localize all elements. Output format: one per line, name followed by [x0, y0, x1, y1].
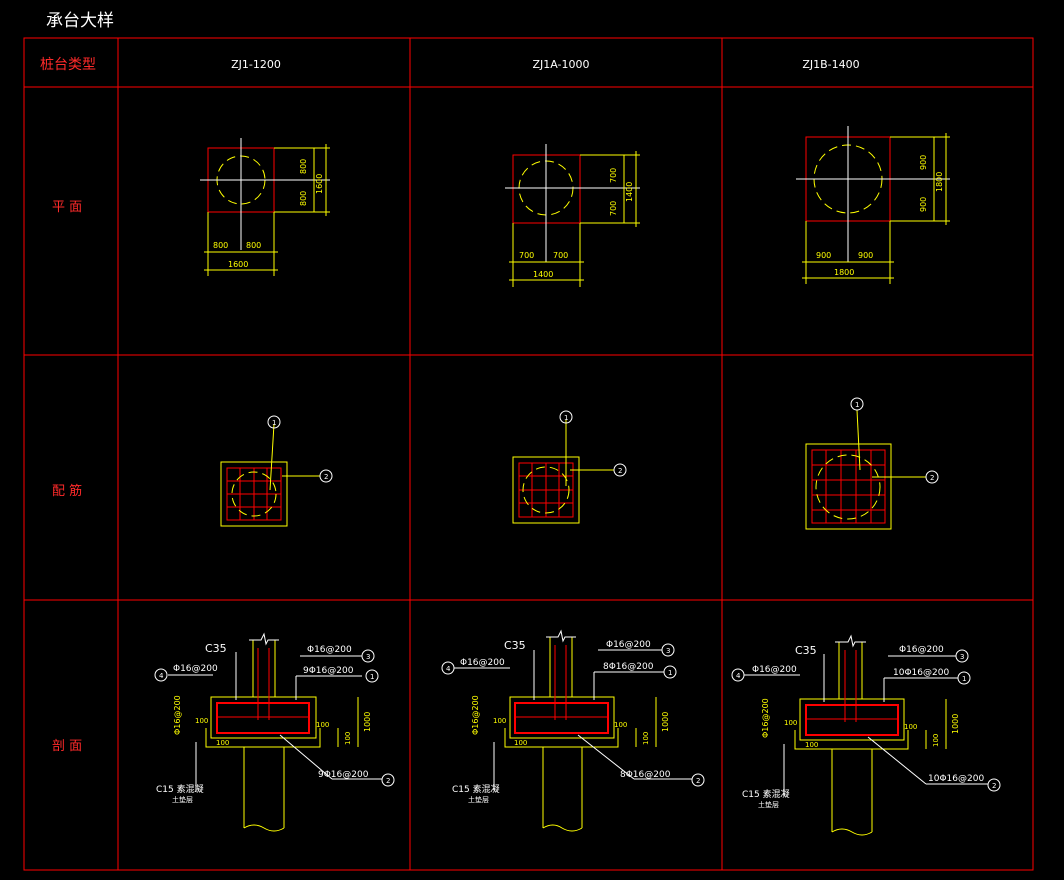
- plan1-dim-total-h: 1600: [315, 174, 324, 194]
- plan3-dim-total-w: 1800: [834, 268, 854, 277]
- section-view-1: C35 Φ16@200 9Φ16@200 Φ16@200 9Φ16@200 Φ1…: [154, 632, 395, 832]
- plan2-dim-a: 700: [609, 168, 618, 183]
- plan1-dim-x1: 800: [213, 241, 228, 250]
- sec1-tag-1: 1: [370, 673, 374, 681]
- sec1-base: C15 素混凝: [156, 783, 204, 795]
- sec3-depth: 1000: [951, 714, 960, 734]
- sec3-concrete: C35: [795, 644, 817, 657]
- sec3-base2: 土垫层: [758, 800, 779, 809]
- sec1-dim-100c: 100: [344, 732, 352, 745]
- sec2-tag-2: 2: [696, 777, 700, 785]
- sec3-dim-100c: 100: [932, 734, 940, 747]
- sec1-tag-2: 2: [386, 777, 390, 785]
- rebar2-tag-1: 1: [564, 414, 568, 422]
- sec2-bottom-bar: 8Φ16@200: [620, 770, 671, 780]
- plan3-dim-x1: 900: [816, 251, 831, 260]
- type-name-1: ZJ1-1200: [231, 58, 281, 71]
- sec1-base2: 土垫层: [172, 795, 193, 804]
- sec2-top-count: 8Φ16@200: [603, 662, 654, 672]
- section-view-3: C35 Φ16@200 10Φ16@200 Φ16@200 10Φ16@200 …: [731, 634, 1001, 836]
- plan1-dim-total-w: 1600: [228, 260, 248, 269]
- sec1-dim-100a: 100: [195, 717, 208, 725]
- plan2-dim-total-w: 1400: [533, 270, 553, 279]
- plan1-dim-b: 800: [299, 191, 308, 206]
- rebar-view-1: 1 2: [220, 415, 333, 527]
- sec1-concrete: C35: [205, 642, 227, 655]
- rebar1-tag-1: 1: [272, 419, 276, 427]
- sec3-tag-2: 2: [992, 782, 996, 790]
- plan3-dim-a: 900: [919, 155, 928, 170]
- sec3-dim-100b: 100: [904, 723, 917, 731]
- rebar-view-3: 1 2: [805, 397, 939, 530]
- sec2-concrete: C35: [504, 639, 526, 652]
- sec1-side-mark: Φ16@200: [173, 695, 182, 735]
- plan-view-2: 700 700 1400 700 700 1400: [505, 144, 640, 287]
- sec1-dim-100b: 100: [316, 721, 329, 729]
- sec2-tag-3: 3: [666, 647, 670, 655]
- sec1-top-count: 9Φ16@200: [303, 666, 354, 676]
- sec3-top-bar: Φ16@200: [899, 645, 944, 655]
- plan2-dim-x1: 700: [519, 251, 534, 260]
- row-label-plan: 平 面: [52, 200, 82, 215]
- sec3-tag-4: 4: [736, 672, 741, 680]
- sec2-dim-100d: 100: [514, 739, 527, 747]
- plan1-dim-x2: 800: [246, 241, 261, 250]
- type-name-2: ZJ1A-1000: [532, 58, 589, 71]
- sec1-dim-100d: 100: [216, 739, 229, 747]
- section-view-2: C35 Φ16@200 8Φ16@200 Φ16@200 8Φ16@200 Φ1…: [441, 629, 705, 832]
- type-name-3: ZJ1B-1400: [802, 58, 859, 71]
- plan1-dim-a: 800: [299, 159, 308, 174]
- plan-view-3: 900 900 1800 900 900 1800: [796, 126, 950, 284]
- sec2-side-bar: Φ16@200: [460, 658, 505, 668]
- sec3-base: C15 素混凝: [742, 788, 790, 800]
- header-type-label: 桩台类型: [40, 56, 96, 73]
- sec3-top-count: 10Φ16@200: [893, 668, 949, 678]
- sec2-dim-100a: 100: [493, 717, 506, 725]
- sec2-tag-1: 1: [668, 669, 672, 677]
- rebar1-tag-2: 2: [324, 473, 328, 481]
- sec2-depth: 1000: [661, 712, 670, 732]
- row-label-rebar: 配 筋: [52, 483, 82, 499]
- plan3-dim-total-h: 1800: [935, 172, 944, 192]
- plan-view-1: 800 800 1600 800 800 1600: [200, 138, 330, 276]
- rebar3-tag-2: 2: [930, 474, 934, 482]
- sec2-base: C15 素混凝: [452, 783, 500, 795]
- sec2-base2: 土垫层: [468, 795, 489, 804]
- sec3-tag-3: 3: [960, 653, 964, 661]
- sec3-dim-100d: 100: [805, 741, 818, 749]
- sec1-depth: 1000: [363, 712, 372, 732]
- sec2-dim-100c: 100: [642, 732, 650, 745]
- sec1-tag-3: 3: [366, 653, 370, 661]
- sec2-top-bar: Φ16@200: [606, 640, 651, 650]
- sec3-side-bar: Φ16@200: [752, 665, 797, 675]
- sec1-side-bar: Φ16@200: [173, 664, 218, 674]
- rebar2-tag-2: 2: [618, 467, 622, 475]
- plan2-dim-b: 700: [609, 201, 618, 216]
- sec1-top-bar: Φ16@200: [307, 645, 352, 655]
- table-grid: [23, 37, 1034, 871]
- rebar-view-2: 1 2: [512, 410, 627, 524]
- rebar3-tag-1: 1: [855, 401, 859, 409]
- plan3-dim-x2: 900: [858, 251, 873, 260]
- sec3-dim-100a: 100: [784, 719, 797, 727]
- sec2-tag-4: 4: [446, 665, 451, 673]
- sec1-tag-4: 4: [159, 672, 164, 680]
- plan3-dim-b: 900: [919, 197, 928, 212]
- sec2-dim-100b: 100: [614, 721, 627, 729]
- row-label-section: 剖 面: [52, 739, 82, 754]
- page-title: 承台大样: [46, 11, 114, 31]
- plan2-dim-x2: 700: [553, 251, 568, 260]
- sec3-side-mark: Φ16@200: [761, 698, 770, 738]
- sec3-bottom-bar: 10Φ16@200: [928, 774, 984, 784]
- sec3-tag-1: 1: [962, 675, 966, 683]
- sec1-bottom-bar: 9Φ16@200: [318, 770, 369, 780]
- plan2-dim-total-h: 1400: [625, 182, 634, 202]
- sec2-side-mark: Φ16@200: [471, 695, 480, 735]
